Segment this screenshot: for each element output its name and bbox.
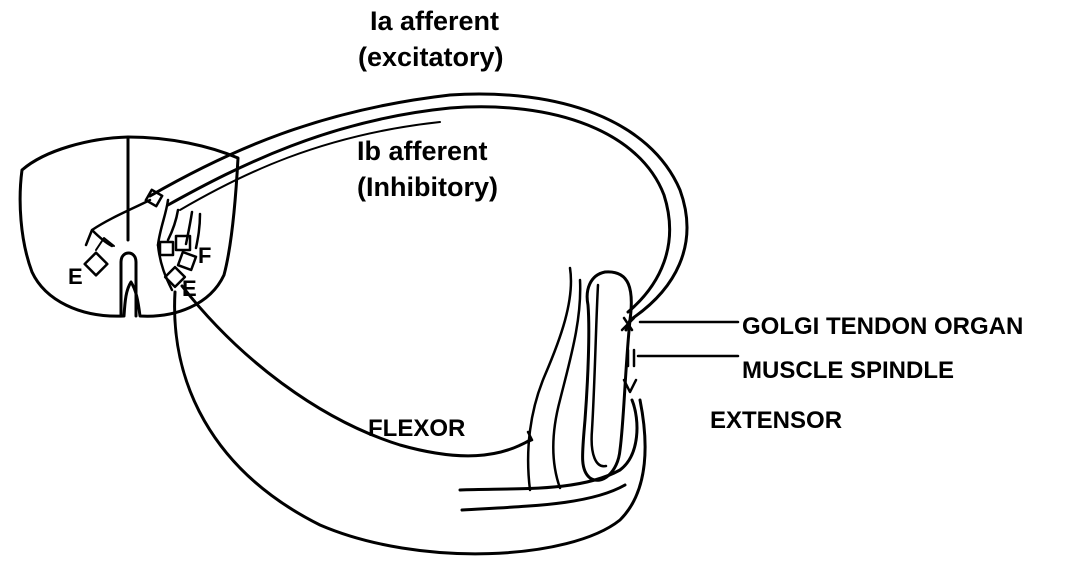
extensor-motor-neuron-left [85, 253, 108, 276]
flexor-motor-neuron [178, 252, 196, 270]
extensor-muscle-inner [592, 285, 606, 466]
ia-afferent-fiber [150, 94, 687, 330]
left-interneuron-path [86, 200, 150, 246]
spindle-receptor-mark [628, 350, 634, 366]
left-synapse [96, 238, 114, 250]
golgi-tendon-organ-label: GOLGI TENDON ORGAN [742, 313, 1023, 340]
tendon-upper [460, 400, 637, 490]
ia-afferent-label: Ia afferent [370, 6, 499, 36]
leader-lines [638, 322, 738, 356]
spinal-cord-section [20, 137, 238, 316]
muscle-assembly [460, 268, 637, 510]
flexor-label: FLEXOR [368, 415, 465, 442]
ib-inhibitory-label: (Inhibitory) [357, 172, 498, 202]
ia-excitatory-label: (excitatory) [358, 42, 504, 72]
extensor-pool-left-label: E [68, 264, 83, 289]
flexor-nerve [182, 286, 530, 456]
flexor-pool-label: F [198, 243, 211, 268]
ib-afferent-label: Ib afferent [357, 136, 488, 166]
afferent-bundle [150, 94, 687, 330]
neuron-cluster [85, 190, 200, 290]
extensor-pool-right-label: E [182, 276, 197, 301]
extensor-label: EXTENSOR [710, 407, 842, 434]
motor-axon-stub [158, 245, 172, 290]
flexor-muscle-outline [528, 268, 580, 490]
muscle-spindle-label: MUSCLE SPINDLE [742, 357, 954, 384]
extensor-muscle-body [583, 272, 632, 480]
interneuron-box-2 [160, 242, 173, 255]
